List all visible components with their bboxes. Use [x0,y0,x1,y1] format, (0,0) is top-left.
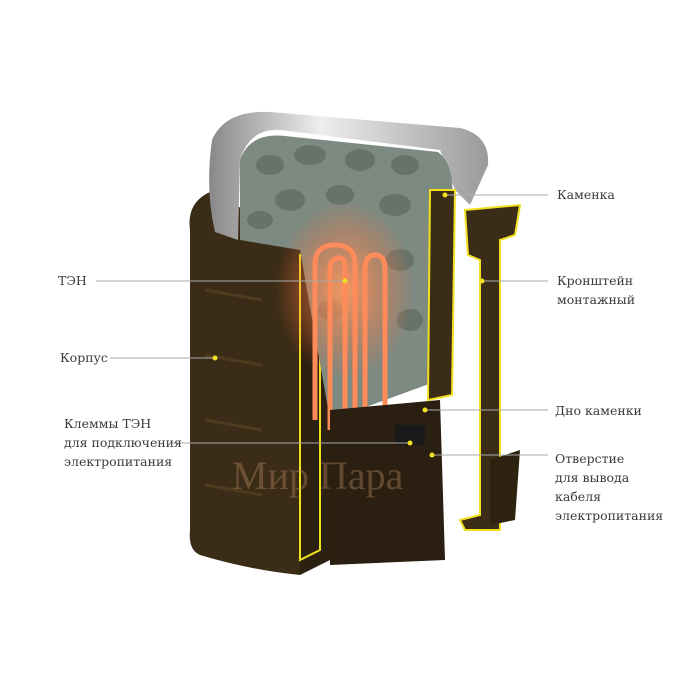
watermark: Мир Пара [232,453,404,498]
heater-body [189,190,300,575]
label-line: Клеммы ТЭН [64,416,152,431]
label-line: кабеля [555,489,602,504]
heating-element [312,242,388,430]
stove-rim [209,111,489,240]
label-line: электропитания [64,454,173,469]
label-stove-top: Каменка [557,187,615,202]
label-line: электропитания [555,508,664,523]
label-bracket: Кронштейн монтажный [557,271,635,309]
label-line: монтажный [557,292,636,307]
label-cable-hole: Отверстие для вывода кабеля электропитан… [555,449,663,525]
label-stove-bottom: Дно каменки [555,403,642,418]
label-terminals: Клеммы ТЭН для подключения электропитани… [64,414,182,471]
label-line: для вывода [555,470,630,485]
label-heating-element: ТЭН [58,273,87,288]
label-line: Кронштейн [557,273,634,288]
label-body: Корпус [60,350,108,365]
mounting-bracket [458,203,522,531]
label-line: Отверстие [555,451,625,466]
label-line: для подключения [64,435,182,450]
